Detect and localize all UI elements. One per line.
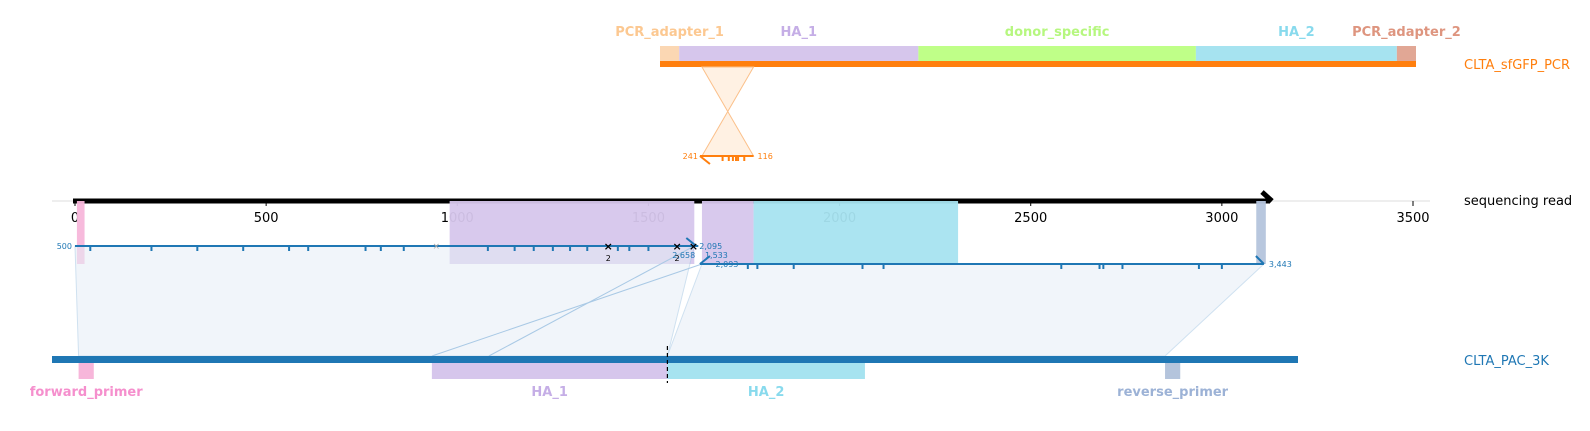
indel-x-marker-faint: × <box>432 242 440 252</box>
reference-feature-label-ha-1: HA_1 <box>531 385 568 400</box>
indel-size-label: 2 <box>606 254 611 263</box>
indel-x-marker: × <box>604 240 613 253</box>
reference-feature-ha-2 <box>667 359 865 379</box>
reference-feature-reverse-primer <box>1165 359 1181 379</box>
indel-size-label: 2 <box>675 254 680 263</box>
read-axis-tick-label: 2500 <box>1014 211 1047 226</box>
read-feature-ha-1 <box>701 201 754 264</box>
pcr-feature-ha-1 <box>679 46 919 62</box>
reference-alignment-secondary-label: 1,533 <box>705 251 728 260</box>
reference-alignment-start-label: 500 <box>57 242 72 251</box>
indel-x-marker: × <box>689 240 698 253</box>
read-name-label: sequencing read <box>1464 194 1572 209</box>
reference-alignment-hook-2b <box>1255 255 1265 265</box>
read-feature-reverse-primer <box>1256 201 1266 264</box>
pcr-product-bar <box>660 61 1416 67</box>
pcr-feature-donor-specific <box>918 46 1196 62</box>
pcr-alignment-end-label: 116 <box>758 152 773 161</box>
pcr-feature-ha-2 <box>1195 46 1397 62</box>
pcr-feature-label-pcr-adapter-2: PCR_adapter_2 <box>1352 25 1461 40</box>
pcr-feature-label-ha-1: HA_1 <box>781 25 818 40</box>
reference-alignment-hook-2 <box>699 255 711 265</box>
reference-feature-label-forward-primer: forward_primer <box>30 385 144 400</box>
pcr-alignment-start-label: 241 <box>683 152 698 161</box>
pcr-alignment-band <box>701 66 755 157</box>
pcr-feature-pcr-adapter-2 <box>1396 46 1416 62</box>
reference-alignment-secondary-label: 2,658 <box>672 251 695 260</box>
pcr-alignment: 241 116 <box>683 66 773 165</box>
read-axis-tick-label: 500 <box>254 211 279 226</box>
read-axis-tick-label: 3000 <box>1205 211 1238 226</box>
reference-bar <box>52 356 1298 363</box>
reference-name-label: CLTA_PAC_3K <box>1464 354 1549 369</box>
reference-alignment-start-label: 2,093 <box>715 260 738 269</box>
reference-alignment-end-label: 2,095 <box>699 242 722 251</box>
indel-x-marker: × <box>672 240 681 253</box>
read-axis-tick-label: 3500 <box>1396 211 1429 226</box>
read-axis-tick-label: 0 <box>71 211 79 226</box>
reference-alignment-band-1 <box>74 245 695 357</box>
reference-alignment-band-2 <box>666 263 1266 357</box>
read-feature-ha-2 <box>753 201 959 264</box>
pcr-product-track: PCR_adapter_1 HA_1 donor_specific HA_2 PCR_a… <box>615 25 1461 67</box>
reference-track: forward_primer HA_1 HA_2 reverse_primer <box>30 346 1298 400</box>
read-arrow-head <box>1260 190 1274 203</box>
reference-alignment-end-label: 3,443 <box>1269 260 1292 269</box>
reference-feature-ha-1 <box>431 359 668 379</box>
pcr-feature-label-donor-specific: donor_specific <box>1005 25 1110 40</box>
pcr-feature-label-ha-2: HA_2 <box>1278 25 1315 40</box>
alignment-connector <box>488 245 695 357</box>
pcr-product-name-label: CLTA_sfGFP_PCR <box>1464 58 1570 73</box>
pcr-feature-label-pcr-adapter-1: PCR_adapter_1 <box>615 25 724 40</box>
reference-alignment-hook-1 <box>685 237 697 247</box>
reference-feature-label-ha-2: HA_2 <box>748 385 785 400</box>
pcr-alignment-hook <box>699 155 711 165</box>
pcr-feature-pcr-adapter-1 <box>660 46 680 62</box>
reference-feature-forward-primer <box>78 359 94 379</box>
read-feature-forward-primer <box>76 201 85 264</box>
reference-feature-label-reverse-primer: reverse_primer <box>1117 385 1229 400</box>
alignment-connector <box>431 263 703 357</box>
